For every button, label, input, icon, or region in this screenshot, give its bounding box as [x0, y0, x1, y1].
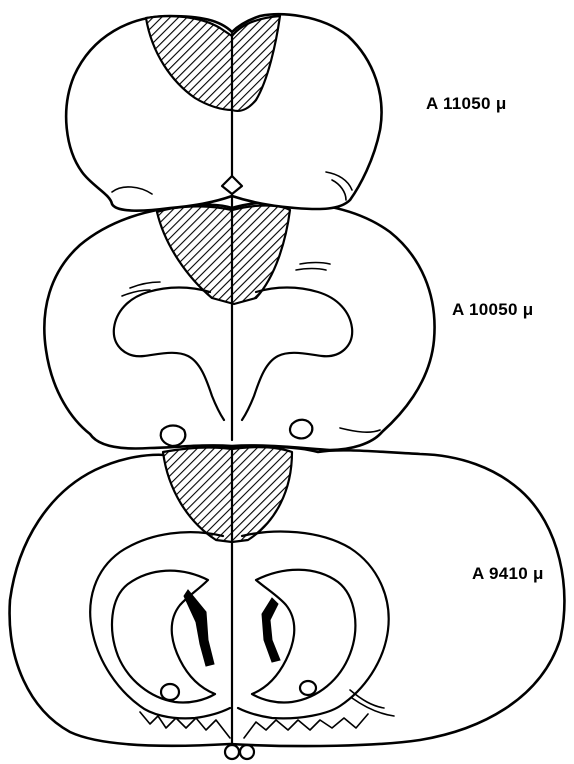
section-label: A 9410 μ — [472, 564, 544, 584]
section-a10050 — [44, 202, 434, 450]
section-3-bottom-circle-right — [240, 745, 254, 759]
section-label: A 10050 μ — [452, 300, 533, 320]
section-a11050 — [66, 14, 381, 210]
section-3-bottom-circle-left — [225, 745, 239, 759]
section-label: A 11050 μ — [426, 94, 507, 114]
section-a9410 — [10, 446, 565, 759]
